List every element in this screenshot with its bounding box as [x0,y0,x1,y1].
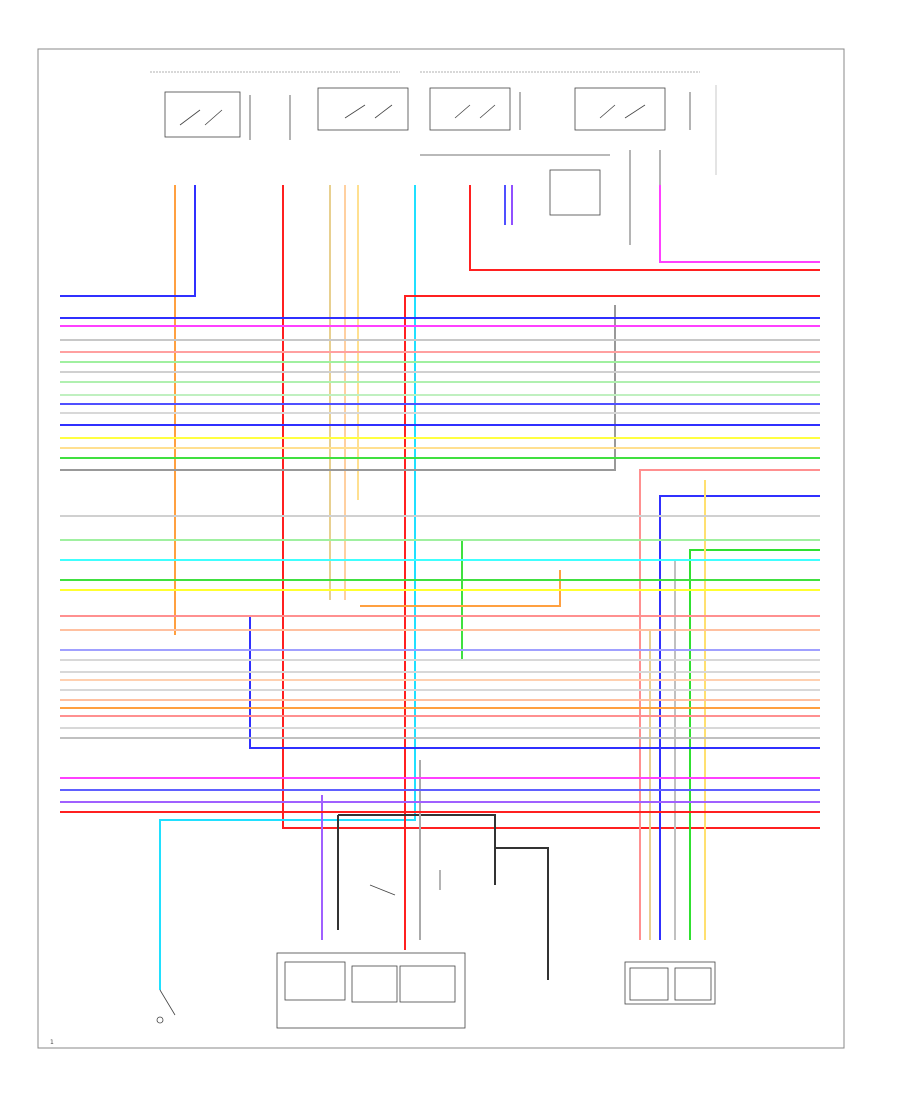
vwire-red-2 [404,295,820,950]
connector-block-right [624,961,716,1005]
relay-block-3 [429,87,511,131]
module-e [674,967,712,1001]
module-c [399,965,456,1003]
vertical-wires [60,185,820,990]
vwire-orange-mid [360,570,561,607]
vwire-red-right [639,469,820,940]
top-components [150,71,717,245]
relay-block-4 [574,87,666,131]
relay-block-2 [317,87,409,131]
vwire-black-box [338,814,496,885]
module-b [351,965,398,1003]
vwire-pink-top [659,185,820,263]
connector-block-left [276,952,466,1029]
vwire-red-3 [469,185,820,271]
module-d [629,967,669,1001]
horizontal-wires [60,317,820,813]
relay-block-1 [164,91,241,138]
vwire-blue-right [659,495,820,940]
vwire-red-main [282,185,820,829]
vwire-blue-left [60,185,196,297]
vwire-black-right [495,847,549,960]
sub-relay [549,169,601,216]
page-number: 1 [50,1039,54,1046]
module-a [284,961,346,1001]
page-border [37,48,845,1049]
vwire-cyan [159,185,416,990]
bottom-components [156,870,716,1029]
vwire-green-right [689,549,820,940]
vwire-gray-mid [60,305,616,471]
